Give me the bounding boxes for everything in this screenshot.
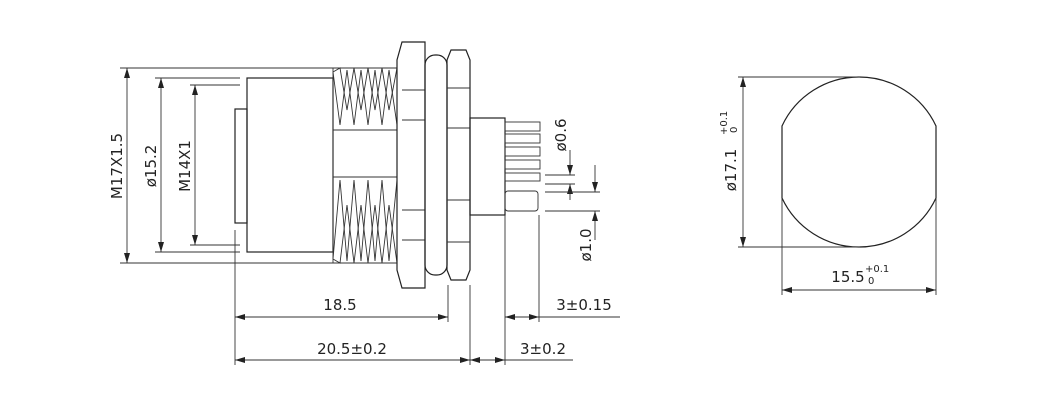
label-d15-2: ø15.2 [142,145,160,188]
label-m14: M14X1 [176,140,194,192]
dimension-lines [120,67,620,365]
label-20-5: 20.5±0.2 [317,340,387,358]
o-ring [424,54,448,276]
d-cutout [781,76,937,248]
label-cutout-w-tol-lower: 0 [868,276,874,287]
connector-side-view [234,41,541,289]
lock-nut [446,49,471,281]
label-18-5: 18.5 [323,296,356,314]
label-cutout-d-tol-upper: +0.1 [719,111,730,135]
pins [504,121,541,212]
label-pin-d0-6: ø0.6 [552,118,570,151]
label-cutout-w: 15.5 [831,268,864,286]
label-cutout-w-tol-upper: +0.1 [865,264,889,275]
label-m17: M17X1.5 [108,133,126,199]
label-cutout-d: ø17.1 [722,149,740,192]
thread [332,67,398,264]
label-pin-d1-0: ø1.0 [577,228,595,261]
label-3-015: 3±0.15 [556,296,612,314]
pin-housing [469,117,506,216]
label-3-02: 3±0.2 [520,340,566,358]
label-cutout-d-tol-lower: 0 [729,127,740,133]
rear-insert [234,108,248,224]
rear-body [246,77,334,253]
panel-nut [396,41,426,289]
panel-cutout-view: ø17.1 +0.1 0 15.5 +0.1 0 [719,76,937,295]
